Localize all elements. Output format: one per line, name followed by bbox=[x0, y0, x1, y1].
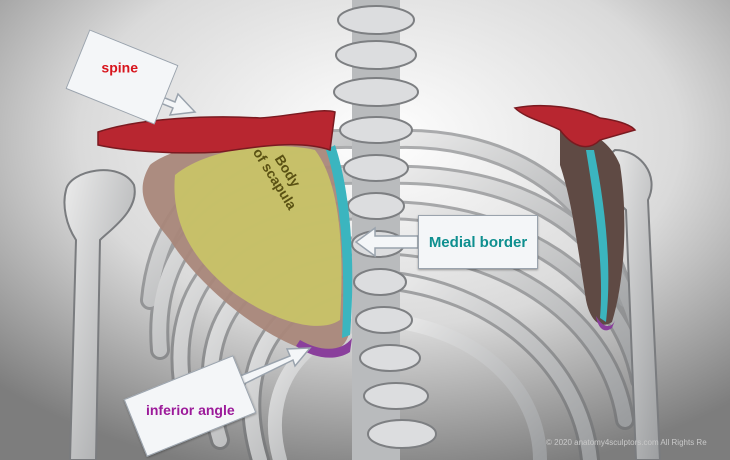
inferior-angle-arrow bbox=[238, 347, 312, 386]
medial-border-callout: Medial border bbox=[418, 215, 538, 269]
scapula-right bbox=[513, 104, 637, 331]
medial-border-label: Medial border bbox=[428, 233, 528, 251]
spine-label: spine bbox=[101, 59, 138, 76]
inferior-angle-label: inferior angle bbox=[145, 402, 235, 418]
medial-border-arrow bbox=[354, 226, 419, 258]
arrows bbox=[147, 91, 419, 386]
humerus-left bbox=[63, 169, 136, 460]
scapula-left bbox=[97, 110, 353, 358]
copyright-text: © 2020 anatomy4sculptors.com All Rights … bbox=[546, 438, 707, 447]
